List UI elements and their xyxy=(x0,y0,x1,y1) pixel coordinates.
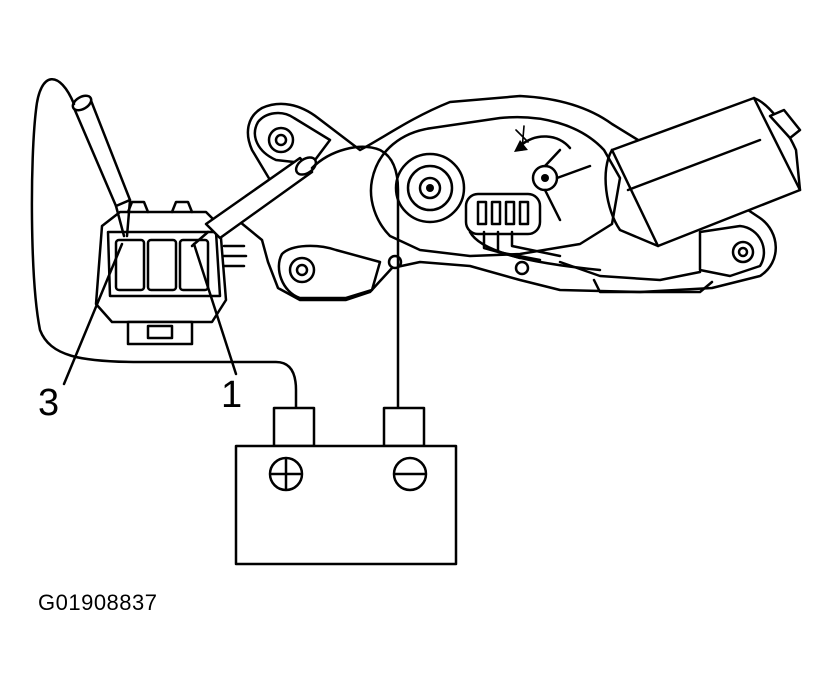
minus-terminal-icon xyxy=(392,456,428,492)
pin-3-label: 3 xyxy=(38,382,60,424)
battery-post-positive xyxy=(272,406,316,448)
figure-id: G01908837 xyxy=(38,590,158,615)
pin-3-leader xyxy=(62,242,124,386)
terminal-cavity xyxy=(146,238,178,292)
pivot-hole-right xyxy=(731,240,755,264)
pin-1-label: 1 xyxy=(221,374,243,416)
test-connector xyxy=(94,200,248,346)
plus-terminal-icon xyxy=(268,456,304,492)
pivot-hole-bottom xyxy=(288,256,316,284)
wiper-motor-assembly xyxy=(238,94,802,302)
terminal-cavity xyxy=(114,238,146,292)
pin-1-leader xyxy=(192,242,238,376)
motor-end-cap xyxy=(768,108,802,140)
jumper-wire-positive xyxy=(30,78,298,410)
terminal-cavity xyxy=(178,238,210,292)
rotation-arrow-icon xyxy=(518,135,572,150)
pivot-hole-top xyxy=(267,126,295,154)
jumper-wire-negative xyxy=(310,145,400,410)
battery xyxy=(234,406,458,566)
test-probe-left xyxy=(71,94,132,238)
battery-post-negative xyxy=(382,406,426,448)
